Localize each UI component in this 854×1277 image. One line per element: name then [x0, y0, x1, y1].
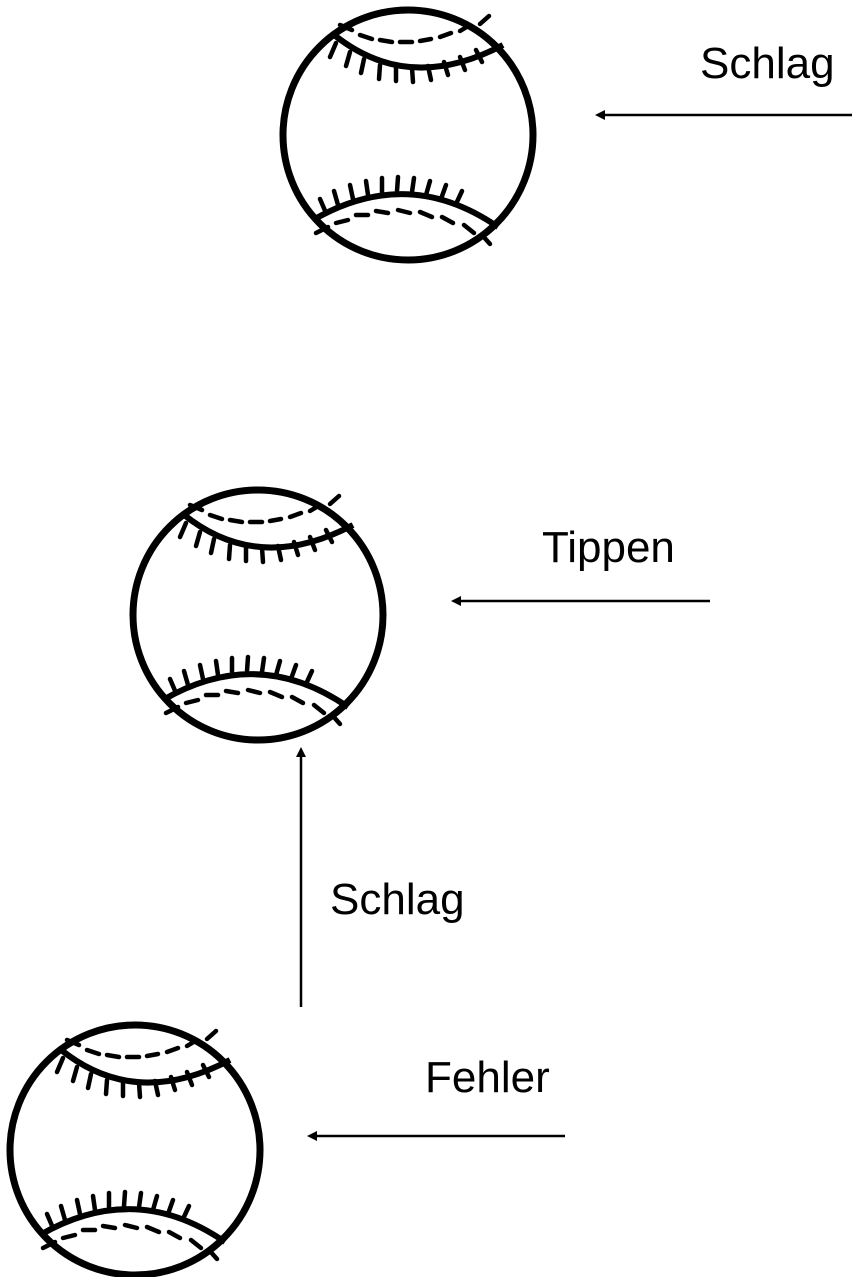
- bottom-arrow-label: Fehler: [425, 1053, 550, 1102]
- middle-arrow-label: Tippen: [542, 523, 675, 572]
- top-arrow-label: Schlag: [700, 39, 835, 88]
- top-ball: [283, 10, 533, 260]
- middle-ball: [133, 490, 383, 740]
- vertical-arrow-label: Schlag: [330, 875, 465, 924]
- bottom-ball: [10, 1025, 260, 1275]
